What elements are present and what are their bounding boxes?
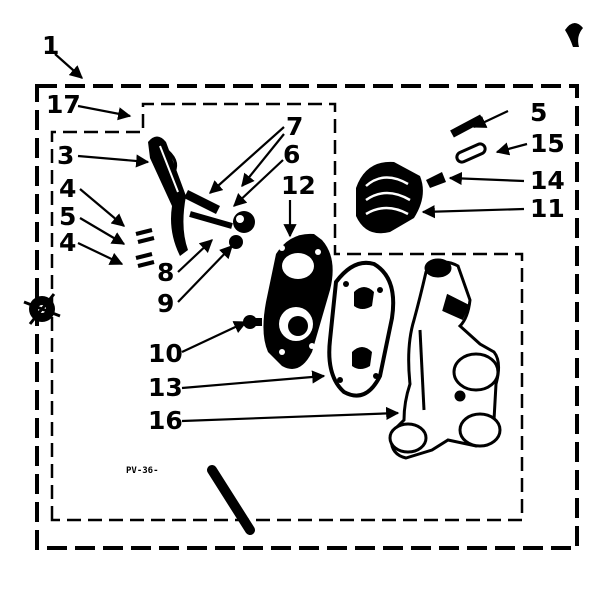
part-pin-and-knob xyxy=(184,190,255,249)
callout-6: 6 xyxy=(283,140,300,169)
hole-mark xyxy=(23,293,61,325)
logo-mark xyxy=(565,22,583,47)
callout-1: 1 xyxy=(42,31,59,60)
callout-10: 10 xyxy=(148,339,183,368)
part-seals xyxy=(426,114,487,188)
callout-11: 11 xyxy=(530,194,565,223)
callout-12: 12 xyxy=(281,171,316,200)
callout-9: 9 xyxy=(157,289,174,318)
callout-17: 17 xyxy=(46,90,81,119)
inner-dashed-border xyxy=(50,102,524,522)
part-code-label: PV-36- xyxy=(126,466,159,476)
part-washers xyxy=(135,228,155,268)
callout-7: 7 xyxy=(286,112,303,141)
part-gasket-plate xyxy=(263,233,333,369)
callout-5a: 5 xyxy=(59,202,76,231)
callout-15: 15 xyxy=(530,129,565,158)
callout-13: 13 xyxy=(148,373,183,402)
leader-lines xyxy=(54,53,528,423)
callout-4a: 4 xyxy=(59,174,76,203)
part-code-screw xyxy=(207,465,255,535)
part-diaphragm-plate xyxy=(327,260,396,398)
part-bellows-cap xyxy=(356,161,423,234)
callout-3: 3 xyxy=(57,141,74,170)
part-valve-body xyxy=(388,258,502,460)
callout-16: 16 xyxy=(148,406,183,435)
callout-4b: 4 xyxy=(59,228,76,257)
callout-8: 8 xyxy=(157,258,174,287)
callout-14: 14 xyxy=(530,166,565,195)
part-screw xyxy=(243,315,262,329)
part-lever-arm xyxy=(148,136,188,256)
callout-5b: 5 xyxy=(530,98,547,127)
